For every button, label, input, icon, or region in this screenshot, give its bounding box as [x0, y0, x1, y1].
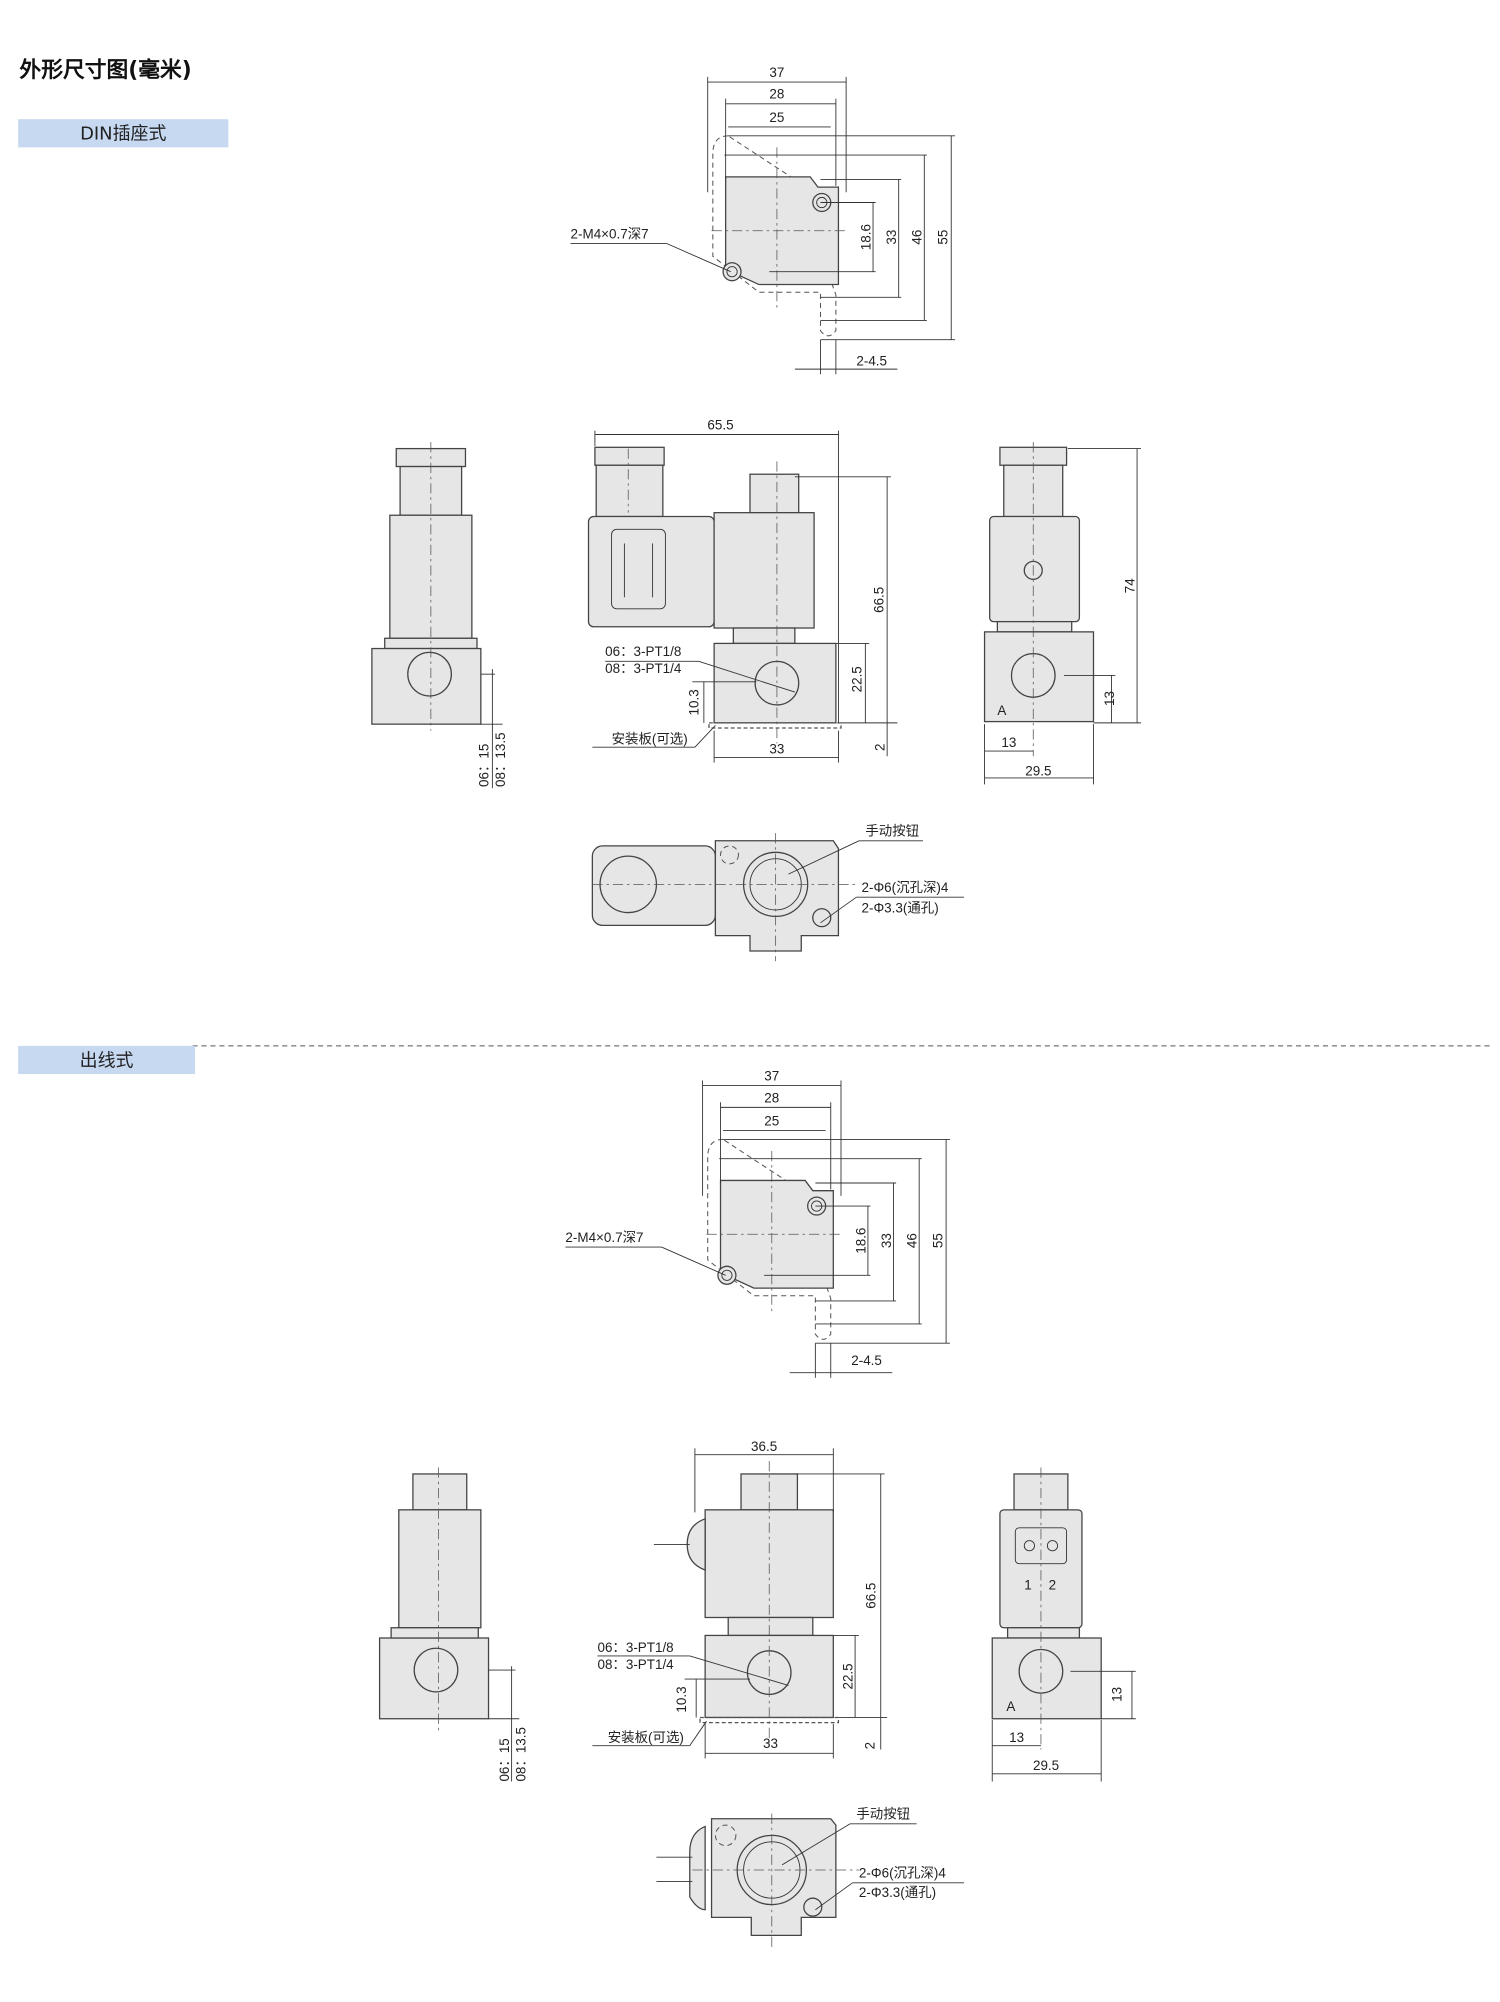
front-view-wire: 06：15 08：13.5 36.5 66.5 06：3-PT1/8 08：3-…	[378, 1439, 1136, 1782]
svg-text:2: 2	[873, 743, 888, 750]
svg-text:手动按钮: 手动按钮	[865, 824, 919, 839]
svg-text:25: 25	[764, 1113, 779, 1128]
svg-text:06：15: 06：15	[497, 1738, 512, 1781]
section-tag-wire: 出线式	[18, 1045, 196, 1075]
svg-text:2: 2	[1049, 1577, 1056, 1592]
svg-text:29.5: 29.5	[1033, 1758, 1059, 1773]
svg-text:手动按钮: 手动按钮	[856, 1807, 910, 1822]
svg-text:37: 37	[769, 65, 784, 80]
top-view-din: 37 28 25 18.6 33 46 55 2-M4×0.7深7 2-4.5	[571, 65, 956, 375]
svg-text:28: 28	[769, 87, 784, 102]
svg-text:33: 33	[769, 742, 784, 757]
svg-text:A: A	[997, 703, 1006, 718]
svg-text:33: 33	[884, 230, 899, 245]
svg-text:66.5: 66.5	[871, 587, 886, 613]
svg-text:10.3: 10.3	[674, 1686, 689, 1712]
bottom-view-din: 手动按钮 2-Φ6(沉孔深)4 2-Φ3.3(通孔)	[591, 824, 965, 962]
svg-text:18.6: 18.6	[853, 1228, 868, 1254]
svg-text:2-4.5: 2-4.5	[851, 1353, 882, 1368]
svg-text:2-M4×0.7深7: 2-M4×0.7深7	[565, 1230, 643, 1245]
svg-text:1: 1	[1024, 1577, 1031, 1592]
svg-text:37: 37	[764, 1068, 779, 1083]
svg-text:08：3-PT1/4: 08：3-PT1/4	[605, 661, 682, 676]
svg-text:08：3-PT1/4: 08：3-PT1/4	[597, 1657, 674, 1672]
svg-text:13: 13	[1110, 1687, 1125, 1702]
svg-text:2-Φ3.3(通孔): 2-Φ3.3(通孔)	[859, 1885, 936, 1900]
svg-text:06：3-PT1/8: 06：3-PT1/8	[605, 644, 681, 659]
top-view-wire: 37 28 25 18.6 33 46 55 2-M4×0.7深7 2-4.5	[565, 1068, 950, 1378]
page-title: 外形尺寸图(毫米)	[19, 57, 191, 83]
svg-text:33: 33	[763, 1736, 778, 1751]
svg-text:55: 55	[930, 1233, 945, 1248]
svg-text:46: 46	[910, 230, 925, 245]
svg-text:10.3: 10.3	[687, 689, 702, 715]
svg-text:2-M4×0.7深7: 2-M4×0.7深7	[571, 226, 649, 241]
svg-text:25: 25	[769, 110, 784, 125]
svg-text:13: 13	[1009, 1730, 1024, 1745]
svg-text:出线式: 出线式	[80, 1050, 134, 1071]
svg-text:29.5: 29.5	[1025, 763, 1051, 778]
front-view-din: 06：15 08：13.5 65.5 66.5 06：3-PT1/8 08：3-…	[371, 417, 1141, 789]
svg-text:66.5: 66.5	[864, 1583, 879, 1609]
svg-text:46: 46	[905, 1233, 920, 1248]
svg-text:08：13.5: 08：13.5	[514, 1727, 529, 1782]
svg-text:18.6: 18.6	[858, 224, 873, 250]
bottom-view-wire: 手动按钮 2-Φ6(沉孔深)4 2-Φ3.3(通孔)	[656, 1807, 965, 1949]
svg-text:74: 74	[1123, 578, 1138, 593]
svg-text:安装板(可选): 安装板(可选)	[608, 1730, 684, 1745]
section-tag-din: DIN插座式	[18, 119, 229, 148]
svg-text:36.5: 36.5	[751, 1439, 777, 1454]
svg-text:2-Φ6(沉孔深)4: 2-Φ6(沉孔深)4	[859, 1866, 946, 1881]
svg-text:55: 55	[935, 230, 950, 245]
svg-text:13: 13	[1001, 735, 1016, 750]
svg-text:28: 28	[764, 1090, 779, 1105]
svg-text:2-Φ6(沉孔深)4: 2-Φ6(沉孔深)4	[862, 880, 949, 895]
svg-text:22.5: 22.5	[850, 666, 865, 692]
svg-text:DIN插座式: DIN插座式	[80, 124, 166, 145]
svg-text:2-4.5: 2-4.5	[856, 353, 887, 368]
svg-text:06：15: 06：15	[477, 744, 492, 787]
svg-text:65.5: 65.5	[707, 417, 733, 432]
svg-text:08：13.5: 08：13.5	[493, 732, 508, 787]
svg-text:22.5: 22.5	[841, 1663, 856, 1689]
svg-text:33: 33	[879, 1233, 894, 1248]
svg-text:06：3-PT1/8: 06：3-PT1/8	[597, 1640, 673, 1655]
svg-text:安装板(可选): 安装板(可选)	[612, 731, 688, 746]
svg-text:13: 13	[1102, 691, 1117, 706]
svg-text:A: A	[1006, 1699, 1015, 1714]
svg-text:2: 2	[862, 1742, 877, 1749]
svg-text:2-Φ3.3(通孔): 2-Φ3.3(通孔)	[862, 901, 939, 916]
